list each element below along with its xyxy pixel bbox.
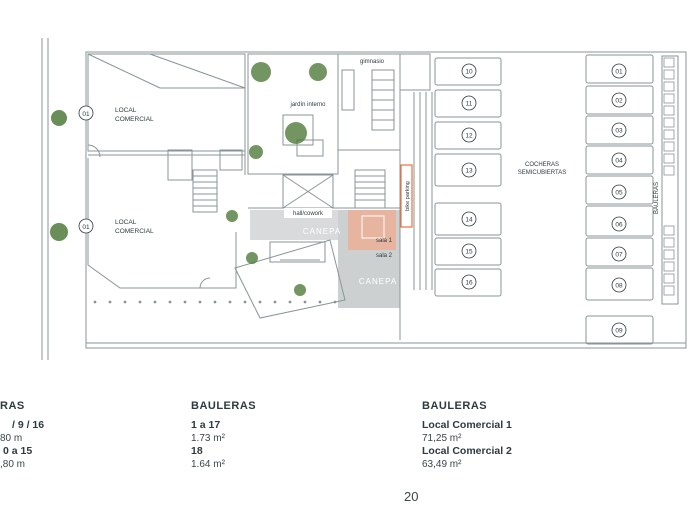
- parking-spot-number: 07: [615, 251, 623, 258]
- tree-icon: [285, 122, 307, 144]
- parking-spot-number: 10: [465, 68, 473, 75]
- legend-2-value-2: 1.64 m²: [191, 459, 225, 470]
- legend-col-3: BAULERAS Local Comercial 1 71,25 m² Loca…: [422, 400, 512, 471]
- legend-1-line-1: / 9 / 16: [12, 419, 45, 431]
- local-2-label-a: LOCAL: [115, 219, 137, 226]
- sala1-label: sala 1: [376, 238, 393, 244]
- parking-spot-marker: [611, 152, 627, 168]
- legend-1-line-2: 80 m: [0, 433, 23, 444]
- parking-spot-number: 11: [466, 100, 473, 107]
- parking-spot-marker: [611, 92, 627, 108]
- parking-spot-number: 02: [615, 97, 623, 104]
- legend-col-2: BAULERAS 1 a 17 1.73 m² 18 1.64 m²: [191, 400, 256, 471]
- hall-label: hall/cowork: [293, 211, 324, 217]
- parking-spot-marker: [461, 63, 477, 79]
- legend-1-line-4: ,80 m: [0, 459, 26, 470]
- parking-spot-marker: [611, 216, 627, 232]
- floor-plan: 01 LOCAL COMERCIAL 01 LOCAL COMERCIAL gi…: [41, 38, 687, 360]
- parking-spot-number: 03: [615, 127, 623, 134]
- cocheras-label-a: COCHERAS: [525, 162, 559, 168]
- parking-spot-marker: [611, 63, 627, 79]
- tree-icon: [226, 210, 238, 222]
- parking-spot-number: 08: [615, 282, 623, 289]
- tree-icon: [246, 252, 258, 264]
- tree-icon: [50, 223, 68, 241]
- parking-spot-marker: [611, 246, 627, 262]
- local-1-label-a: LOCAL: [115, 107, 137, 114]
- parking-spot-number: 16: [465, 279, 473, 286]
- page-number: 20: [404, 489, 419, 504]
- parking-spot-number: 13: [465, 167, 473, 174]
- gym-label: gimnasio: [360, 59, 385, 65]
- tree-icon: [251, 62, 271, 82]
- parking-spot-marker: [611, 184, 627, 200]
- tree-icon: [294, 284, 306, 296]
- legend-3-item-1: Local Comercial 1: [422, 419, 512, 431]
- legend-3-item-2: Local Comercial 2: [422, 445, 512, 457]
- tree-icon: [51, 110, 67, 126]
- bike-parking-label: bike parking: [405, 181, 411, 211]
- parking-spot-number: 04: [615, 157, 623, 164]
- legend-2-value-1: 1.73 m²: [191, 433, 225, 444]
- bauleras-vertical-label: BAULERAS: [654, 182, 660, 214]
- legend-1-heading: RAS: [0, 400, 25, 412]
- local-1-number: 01: [82, 111, 90, 118]
- legend-3-value-1: 71,25 m²: [422, 433, 462, 444]
- parking-spot-marker: [611, 122, 627, 138]
- parking-spot-marker: [461, 127, 477, 143]
- parking-spot-marker: [461, 162, 477, 178]
- parking-spot-number: 05: [615, 189, 623, 196]
- parking-spot-marker: [461, 274, 477, 290]
- canepa-label-2: CANEPA: [359, 277, 397, 286]
- parking-spot-marker: [461, 95, 477, 111]
- legend-2-item-1: 1 a 17: [191, 419, 221, 431]
- parking-spot-number: 15: [465, 248, 473, 255]
- parking-spot-number: 09: [615, 327, 623, 334]
- legend-col-1: RAS / 9 / 16 80 m 0 a 15 ,80 m: [0, 400, 44, 471]
- tree-icon: [249, 145, 263, 159]
- parking-spot-number: 14: [465, 216, 473, 223]
- garden-label: jardín interno: [289, 102, 326, 108]
- parking-spot-number: 01: [615, 68, 623, 75]
- legend-1-line-3: 0 a 15: [3, 445, 33, 457]
- local-1-label-b: COMERCIAL: [115, 116, 154, 123]
- parking-spot-number: 12: [465, 132, 473, 139]
- legend-3-heading: BAULERAS: [422, 400, 488, 412]
- tree-icon: [309, 63, 327, 81]
- parking-spot-marker: [611, 277, 627, 293]
- legend-3-value-2: 63,49 m²: [422, 459, 462, 470]
- sala2-label: sala 2: [376, 253, 393, 259]
- cocheras-label-b: SEMICUBIERTAS: [518, 170, 566, 176]
- parking-spot-marker: [611, 322, 627, 338]
- parking-spot-marker: [461, 243, 477, 259]
- parking-spot-marker: [461, 211, 477, 227]
- legend-2-heading: BAULERAS: [191, 400, 257, 412]
- local-2-label-b: COMERCIAL: [115, 228, 154, 235]
- local-2-number: 01: [82, 224, 90, 231]
- legend-2-item-2: 18: [191, 445, 203, 457]
- canepa-label-1: CANEPA: [303, 227, 341, 236]
- parking-spot-number: 06: [615, 221, 623, 228]
